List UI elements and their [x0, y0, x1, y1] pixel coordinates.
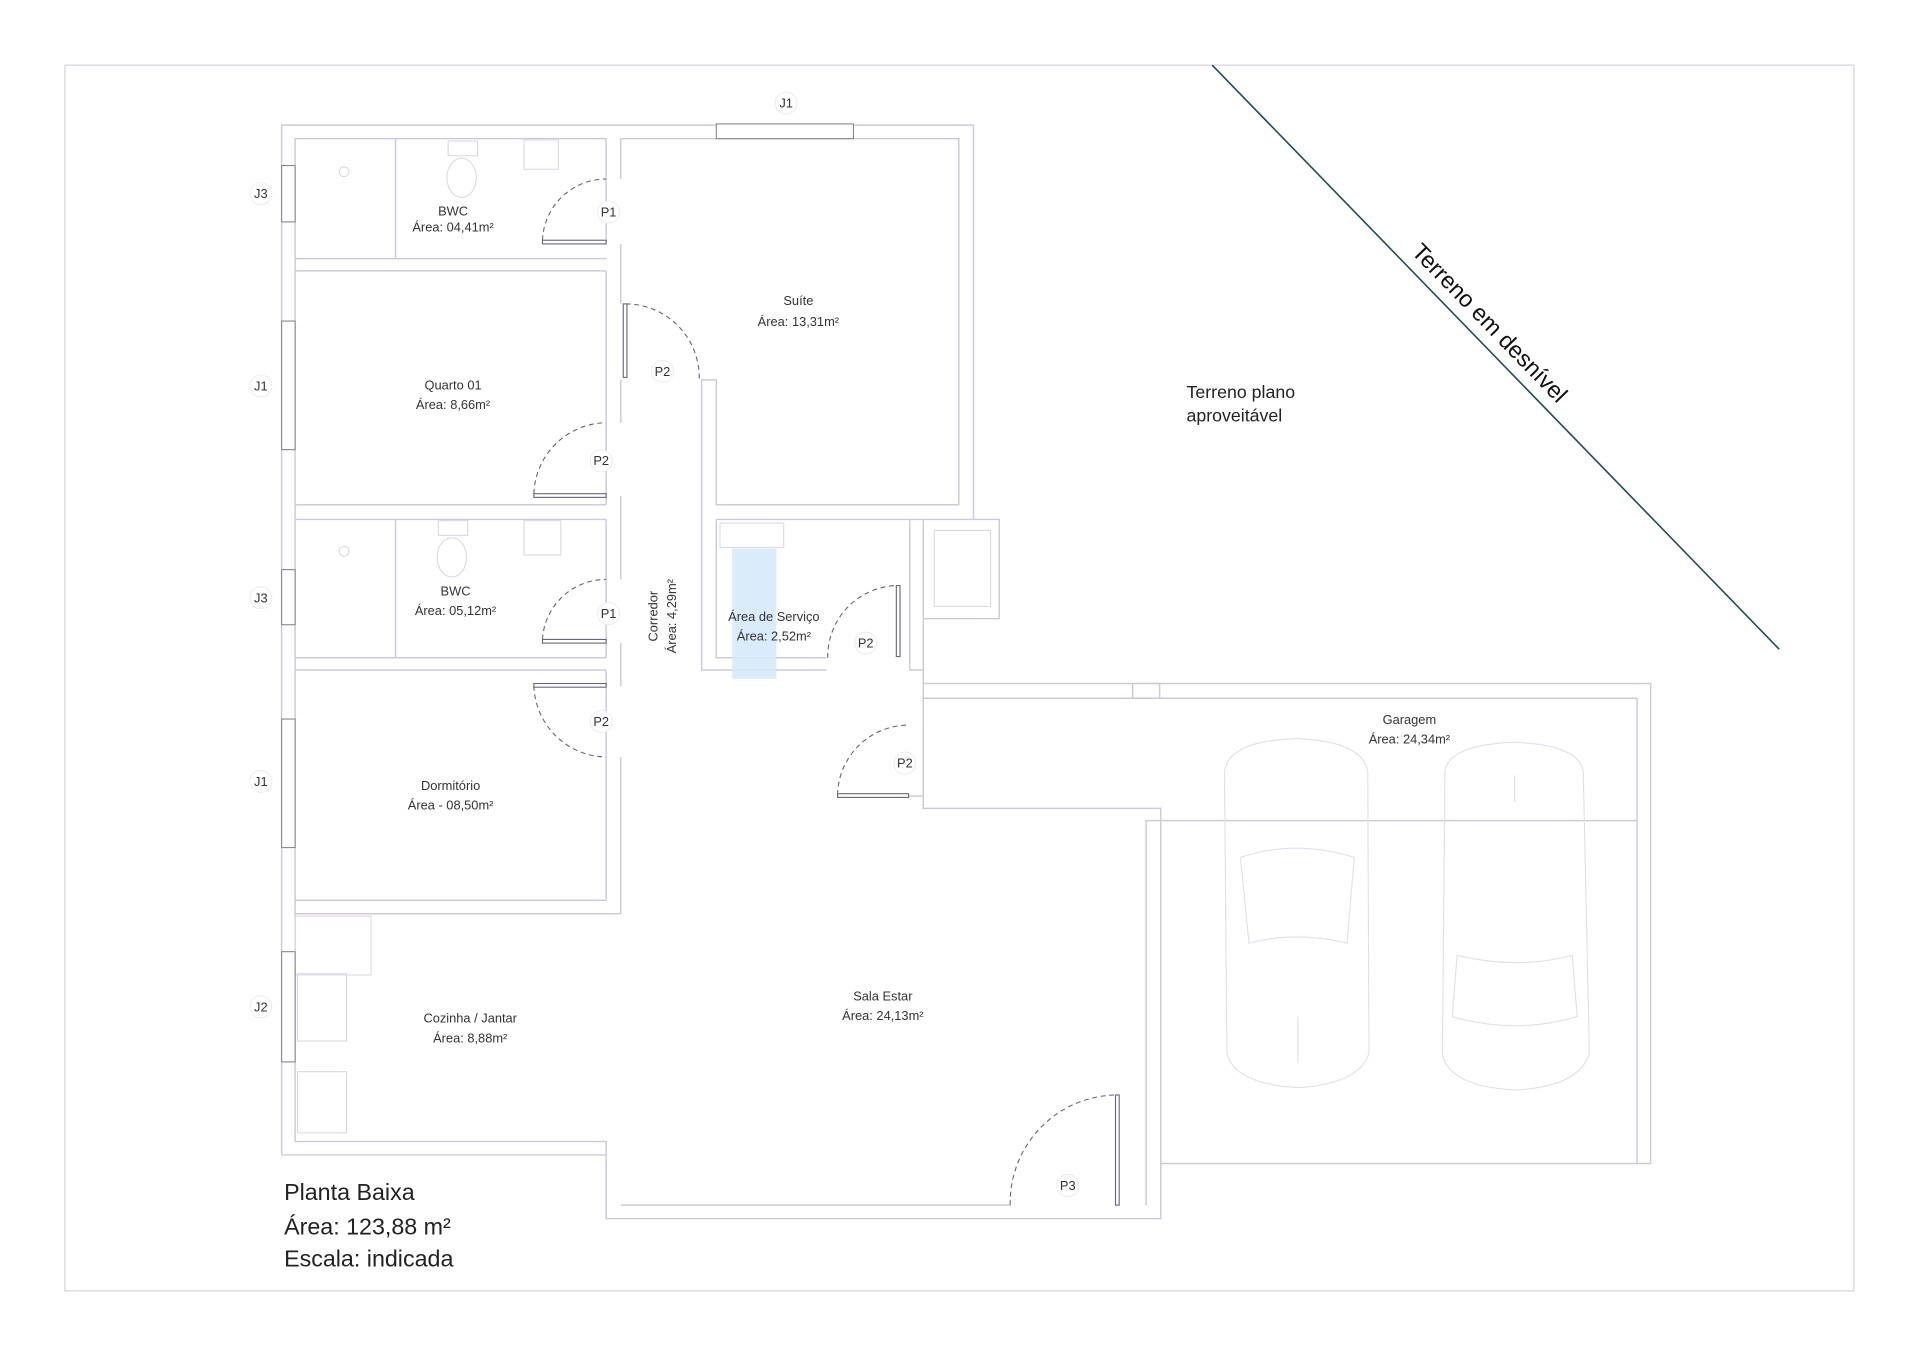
svg-text:P2: P2 [858, 636, 874, 651]
window-tag: J1 [249, 769, 273, 793]
slope-line [1211, 64, 1780, 650]
flat-terrain-label-1: Terreno plano [1187, 382, 1296, 402]
laundry-highlight [732, 548, 777, 679]
room-name-cozinha: Cozinha / Jantar [423, 1011, 517, 1026]
door-tag: P2 [893, 751, 917, 775]
room-area-quarto: Área: 8,66m² [416, 397, 491, 412]
svg-text:J3: J3 [254, 590, 268, 605]
svg-text:J3: J3 [254, 186, 268, 201]
room-area-dormitorio: Área - 08,50m² [408, 798, 494, 813]
doors [533, 178, 1120, 1206]
room-area-cozinha: Área: 8,88m² [433, 1030, 508, 1045]
plan-title: Planta Baixa [284, 1179, 415, 1205]
svg-text:P3: P3 [1060, 1178, 1076, 1193]
room-name-corredor: Corredor [646, 590, 661, 641]
room-area-corredor: Área: 4,29m² [664, 578, 679, 653]
svg-text:P2: P2 [593, 714, 609, 729]
fixtures [294, 139, 992, 1134]
svg-text:P2: P2 [897, 756, 913, 771]
flat-terrain-label-2: aproveitável [1187, 405, 1283, 425]
walls [280, 124, 1652, 1220]
svg-text:J1: J1 [254, 378, 268, 393]
svg-text:P2: P2 [655, 364, 671, 379]
plan-total-area: Área: 123,88 m² [284, 1214, 451, 1240]
door-tag: P2 [854, 631, 878, 655]
door-tag: P2 [650, 359, 674, 383]
window-tag: J3 [249, 182, 273, 206]
room-name-dormitorio: Dormitório [421, 778, 480, 793]
svg-text:P2: P2 [593, 453, 609, 468]
room-name-bwc-suite: BWC [438, 204, 468, 219]
window-tag: J1 [774, 91, 798, 115]
svg-text:J1: J1 [254, 774, 268, 789]
room-area-suite: Área: 13,31m² [758, 314, 840, 329]
room-area-servico: Área: 2,52m² [737, 629, 812, 644]
window-tag: J1 [249, 374, 273, 398]
door-tag: P2 [589, 449, 613, 473]
svg-text:P1: P1 [601, 205, 617, 220]
room-area-sala: Área: 24,13m² [842, 1008, 924, 1023]
svg-text:P1: P1 [601, 606, 617, 621]
window-tag: J3 [249, 586, 273, 610]
window-tag: J2 [249, 995, 273, 1019]
svg-text:J2: J2 [254, 999, 268, 1014]
door-tag: P1 [597, 200, 621, 224]
svg-text:J1: J1 [779, 96, 793, 111]
door-tag: P2 [589, 709, 613, 733]
door-tag: P1 [597, 602, 621, 626]
room-name-servico: Área de Serviço [728, 609, 819, 624]
slope-label: Terreno em desnível [1407, 238, 1573, 407]
door-tag: P3 [1056, 1174, 1080, 1198]
car-right [1441, 741, 1590, 1091]
room-area-garagem: Área: 24,34m² [1369, 732, 1451, 747]
sheet-border [64, 64, 1855, 1292]
room-area-bwc-social: Área: 05,12m² [415, 603, 497, 618]
car-left [1223, 738, 1370, 1089]
plan-scale: Escala: indicada [284, 1245, 453, 1271]
room-name-quarto: Quarto 01 [424, 378, 481, 393]
windows [281, 123, 855, 1063]
room-name-bwc-social: BWC [441, 583, 471, 598]
room-area-bwc-suite: Área: 04,41m² [412, 220, 494, 235]
room-name-garagem: Garagem [1383, 712, 1437, 727]
room-name-sala: Sala Estar [853, 989, 913, 1004]
room-name-suite: Suíte [783, 293, 813, 308]
